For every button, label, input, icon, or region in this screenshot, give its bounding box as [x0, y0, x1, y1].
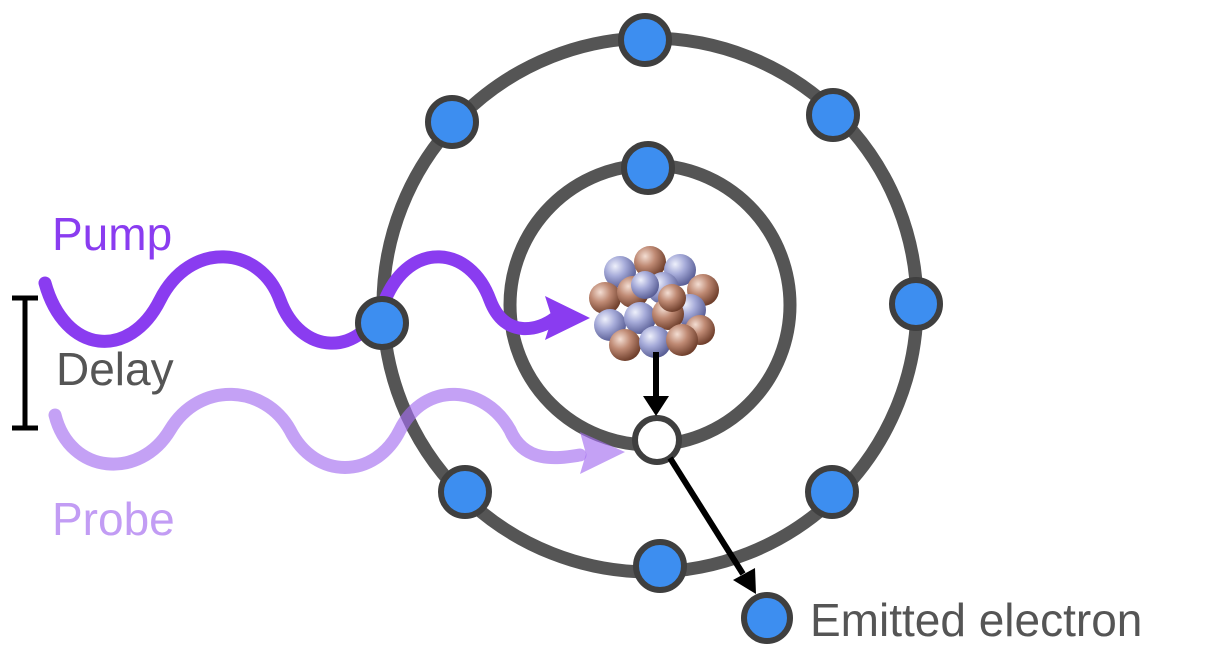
- pump-label: Pump: [52, 208, 172, 260]
- electron-outer-right: [889, 277, 943, 331]
- electron-outer-top-left: [425, 95, 479, 149]
- pump-wave: [38, 250, 562, 350]
- decay-arrow-head: [643, 396, 669, 416]
- electron-outer-bottom-right: [805, 465, 859, 519]
- pump-arrowhead: [545, 296, 590, 340]
- outer-electrons: [355, 13, 943, 593]
- electron-outer-left: [355, 296, 409, 350]
- electron-outer-top: [618, 13, 672, 67]
- delay-bracket: [12, 295, 38, 431]
- electron-outer-bottom: [633, 539, 687, 593]
- emission-arrow-line: [667, 456, 746, 576]
- emitted-electron: [741, 592, 793, 644]
- electron-inner-top: [621, 141, 675, 195]
- emission-arrow-head: [733, 568, 756, 594]
- electron-outer-top-right: [806, 88, 860, 142]
- delay-label: Delay: [56, 343, 174, 395]
- probe-arrowhead: [580, 432, 625, 474]
- electron-outer-bottom-left: [438, 465, 492, 519]
- nucleus: [589, 246, 719, 361]
- electron-vacancy: [632, 415, 682, 465]
- probe-label: Probe: [52, 493, 175, 545]
- probe-wave: [48, 387, 587, 474]
- emitted-electron-label: Emitted electron: [810, 594, 1142, 646]
